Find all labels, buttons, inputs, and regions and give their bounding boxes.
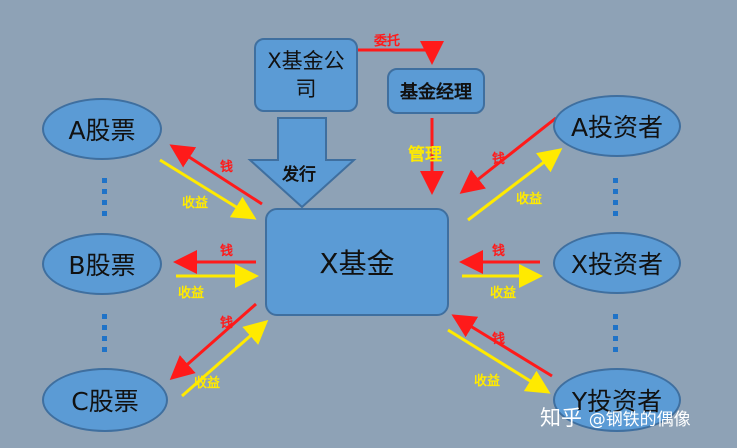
income-label-investor-y: 收益 xyxy=(474,374,501,389)
income-label-stock-b: 收益 xyxy=(178,286,205,301)
money-label-stock-b: 钱 xyxy=(220,244,234,259)
investor-y-node: Y投资者 xyxy=(553,368,681,432)
issue-label: 发行 xyxy=(282,165,316,185)
watermark-author: @钢铁的偶像 xyxy=(588,410,691,430)
investor-a-label: A投资者 xyxy=(570,113,664,142)
investor-ellipsis-dots-top xyxy=(613,178,619,222)
income-arrow-investor-y xyxy=(447,328,551,394)
money-label-stock-c: 钱 xyxy=(220,316,234,331)
income-label-investor-x: 收益 xyxy=(490,286,517,301)
money-arrow-investor-a xyxy=(459,116,557,194)
stock-b-node: B股票 xyxy=(42,233,162,295)
money-label-investor-a: 钱 xyxy=(492,152,506,167)
fund-manager-label: 基金经理 xyxy=(400,82,472,103)
money-label-investor-x: 钱 xyxy=(492,244,506,259)
money-arrow-stock-a xyxy=(169,144,263,206)
money-arrow-investor-y xyxy=(451,314,553,378)
income-label-stock-c: 收益 xyxy=(194,376,221,391)
money-arrow-stock-c xyxy=(169,302,257,380)
fund-box: X基金 xyxy=(265,208,449,316)
income-arrow-stock-a xyxy=(159,158,257,220)
stock-ellipsis-dots-top xyxy=(102,178,108,222)
income-arrow-investor-a xyxy=(467,148,563,222)
stock-b-label: B股票 xyxy=(68,251,136,280)
stock-a-label: A股票 xyxy=(68,116,136,145)
watermark-site: 知乎 xyxy=(540,406,582,430)
investor-x-label: X投资者 xyxy=(570,250,664,279)
entrust-label: 委托 xyxy=(374,34,401,49)
watermark: 知乎 @钢铁的偶像 xyxy=(540,402,691,432)
fund-company-label: X基金公司 xyxy=(267,49,345,101)
investor-a-node: A投资者 xyxy=(553,95,681,157)
money-label-stock-a: 钱 xyxy=(220,160,234,175)
fund-label: X基金 xyxy=(319,247,395,280)
stock-ellipsis-dots-bottom xyxy=(102,314,108,358)
money-label-investor-y: 钱 xyxy=(492,332,506,347)
stock-c-node: C股票 xyxy=(42,368,168,432)
investor-x-node: X投资者 xyxy=(553,232,681,294)
investor-y-label: Y投资者 xyxy=(571,387,663,416)
investor-ellipsis-dots-bottom xyxy=(613,314,619,358)
entrust-arrow xyxy=(358,41,444,65)
manage-label: 管理 xyxy=(408,145,442,165)
stock-c-label: C股票 xyxy=(71,387,139,416)
income-label-stock-a: 收益 xyxy=(182,196,209,211)
fund-manager-box: 基金经理 xyxy=(387,68,485,114)
income-arrow-stock-c xyxy=(181,320,269,398)
income-label-investor-a: 收益 xyxy=(516,192,543,207)
fund-company-box: X基金公司 xyxy=(254,38,358,112)
stock-a-node: A股票 xyxy=(42,98,162,160)
issue-arrow xyxy=(247,117,357,209)
